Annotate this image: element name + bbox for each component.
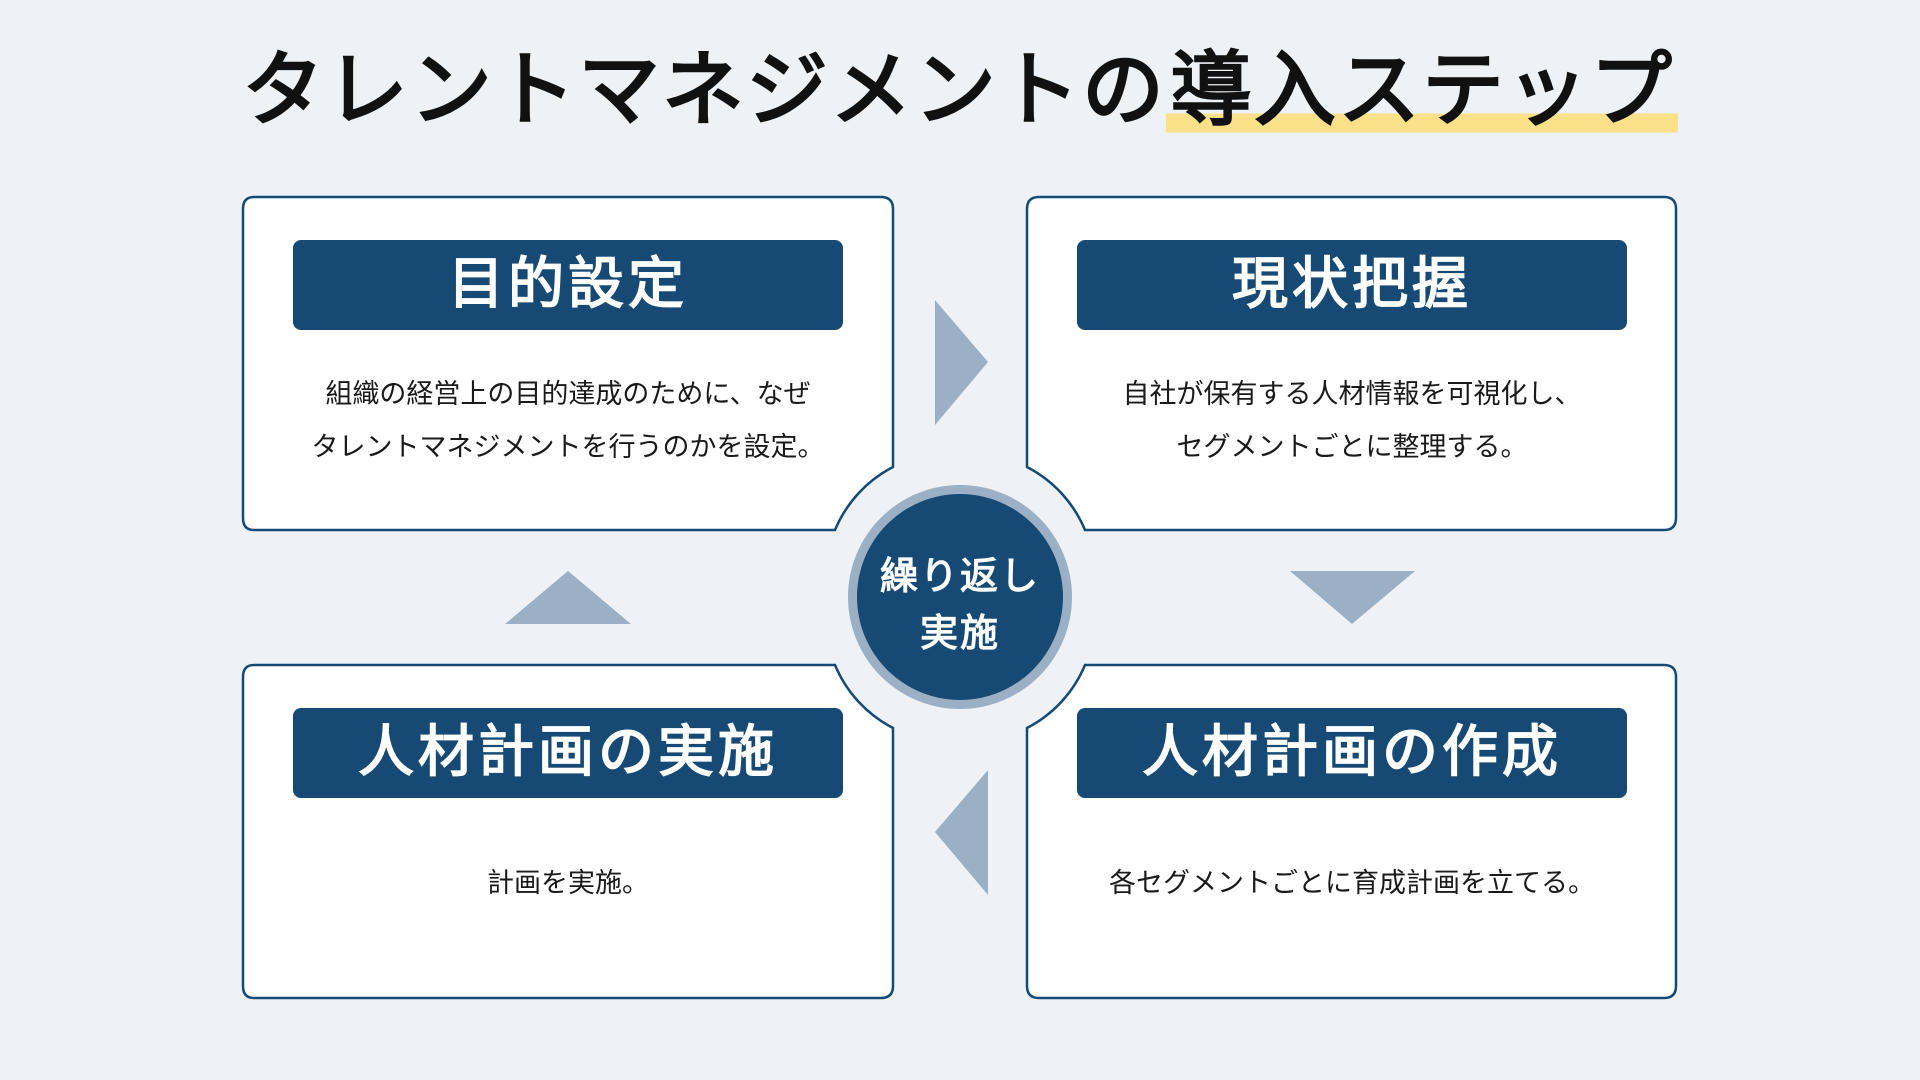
- card-3-heading: 人材計画の作成: [1142, 720, 1562, 785]
- card-3-heading-bar: [1077, 708, 1627, 798]
- card-2-line-2: セグメントごとに整理する。: [1176, 432, 1528, 463]
- card-1-line-2: タレントマネジメントを行うのかを設定。: [311, 432, 825, 463]
- card-2-description: 自社が保有する人材情報を可視化し、 セグメントごとに整理する。: [1037, 368, 1667, 474]
- arrow-down-icon: [1290, 571, 1415, 624]
- center-label: 繰り返し 実施: [860, 548, 1060, 662]
- arrow-left-icon: [935, 770, 988, 895]
- title-wrap: タレントマネジメントの導入ステップ: [0, 40, 1920, 143]
- card-3-line-1: 各セグメントごとに育成計画を立てる。: [1109, 868, 1595, 899]
- arrow-up-icon: [505, 571, 631, 624]
- center-badge: [857, 494, 1063, 700]
- card-4-heading: 人材計画の実施: [358, 720, 778, 785]
- title-highlight: 導入ステップ: [1166, 43, 1679, 138]
- card-1-description: 組織の経営上の目的達成のために、なぜ タレントマネジメントを行うのかを設定。: [253, 368, 883, 474]
- center-label-line-2: 実施: [919, 611, 1000, 655]
- card-2-heading-bar: [1077, 240, 1627, 330]
- card-1-heading: 目的設定: [448, 252, 688, 317]
- card-2-heading: 現状把握: [1232, 252, 1472, 317]
- card-2-line-1: 自社が保有する人材情報を可視化し、: [1122, 379, 1582, 410]
- card-4-description: 計画を実施。: [253, 857, 883, 910]
- card-4-heading-bar: [293, 708, 843, 798]
- page-title: タレントマネジメントの導入ステップ: [241, 40, 1679, 143]
- arrow-right-icon: [935, 300, 988, 425]
- card-1-line-1: 組織の経営上の目的達成のために、なぜ: [325, 379, 811, 410]
- card-3-description: 各セグメントごとに育成計画を立てる。: [1037, 857, 1667, 910]
- center-label-line-1: 繰り返し: [879, 554, 1040, 598]
- title-main: タレントマネジメントの: [241, 43, 1166, 138]
- card-4-line-1: 計画を実施。: [487, 868, 649, 899]
- card-1-heading-bar: [293, 240, 843, 330]
